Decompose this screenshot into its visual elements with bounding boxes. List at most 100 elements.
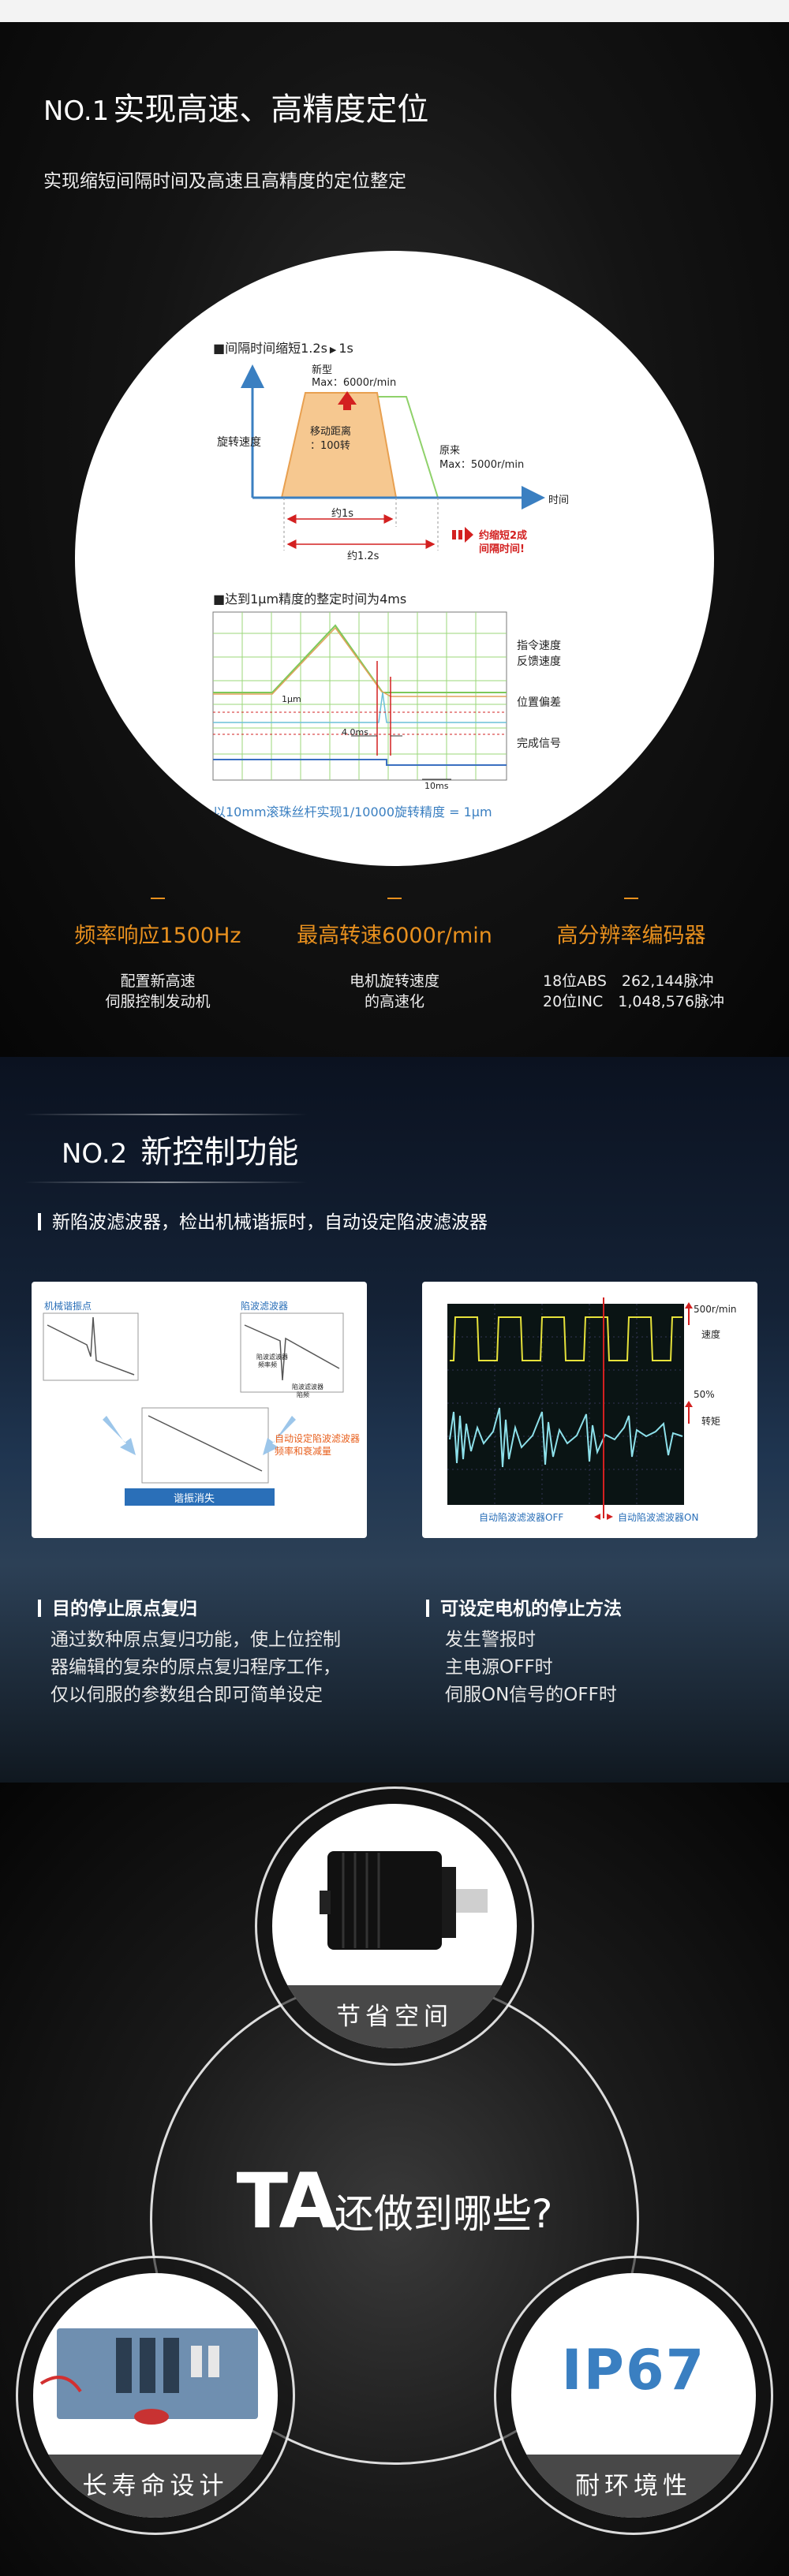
legend-command: 指令速度 [517,640,561,652]
chart-circle: ■间隔时间缩短1.2s▶1s 新型 Max：6000r/min 移动距离 ：10… [75,251,714,866]
chart1-heading: ■间隔时间缩短1.2s▶1s [213,338,353,357]
oscilloscope-svg [447,1297,693,1520]
chart2-caption: 以10mm滚珠丝杆实现1/10000旋转精度 = 1μm [213,805,492,819]
speed-label: 速度 [701,1329,721,1340]
torque-percent-label: 50% [694,1389,715,1400]
section-more-features: TA还做到哪些? 节省空间 [0,1783,789,2576]
notch-small-label: 陷频 [297,1391,309,1398]
legend-feedback: 反馈速度 [517,655,561,668]
left-arrow-icon [103,1416,136,1455]
feature-line: 伺服控制发动机 [105,993,211,1010]
old-max: Max：5000r/min [439,459,525,471]
auto-set-label2: 频率和衰减量 [275,1446,332,1457]
environment-caption: 耐环境性 [511,2455,756,2518]
section1-subtitle: 实现缩短间隔时间及高速且高精度的定位整定 [43,171,406,192]
stop-method-text: 发生警报时 主电源OFF时 伺服ON信号的OFF时 [445,1626,617,1709]
completion-signal-line [213,759,507,766]
notch-small-label: 陷波滤波器 [256,1353,288,1361]
feature-dash [151,898,165,899]
position-deviation-line [213,692,507,723]
notch-filter-label: 陷波滤波器 [241,1301,289,1312]
chart1-heading-text: ■间隔时间缩短1.2s [213,341,327,356]
text-line: 伺服ON信号的OFF时 [445,1685,617,1705]
section-high-speed: NO.1 实现高速、高精度定位 实现缩短间隔时间及高速且高精度的定位整定 [0,22,789,1057]
feature-line: 20位INC 1,048,576脉冲 [543,993,724,1010]
command-speed-line [213,624,507,693]
t10-label: 10ms [424,781,449,791]
up-arrow-icon [338,391,357,410]
speed-trace [450,1316,682,1361]
new-label: 新型 [312,364,333,376]
auto-notch-on-label: 自动陷波滤波器ON [618,1512,699,1523]
section2-title-text: 新控制功能 [140,1134,299,1170]
torque-trace [449,1407,683,1468]
legend-done: 完成信号 [517,737,561,750]
notch-diagram-panel: 机械谐振点 陷波滤波器 陷波滤波器 频率频 陷波滤波器 陷频 自动设定陷波滤波器… [32,1282,367,1538]
t2-label: 约1.2s [347,551,380,562]
new-max: Max：6000r/min [312,377,397,389]
center-small: 还做到哪些? [334,2191,553,2237]
torque-label: 转矩 [701,1416,721,1427]
speed-unit-label: 500r/min [694,1304,737,1315]
origin-return-heading: 目的停止原点复归 [38,1593,197,1620]
text-line: 仅以伺服的参数组合即可简单设定 [50,1685,323,1705]
feature-line: 的高速化 [364,993,424,1010]
feature-speed: 最高转速6000r/min 电机旋转速度 的高速化 [276,898,513,1012]
text-line: 通过数种原点复归功能，使上位控制 [50,1630,341,1650]
feature-frequency: 频率响应1500Hz 配置新高速 伺服控制发动机 [39,898,276,1012]
section2-title: NO.2 新控制功能 [62,1126,298,1172]
move-value: ：100转 [310,440,350,452]
text-line: 发生警报时 [445,1630,536,1650]
feature-dash [387,898,402,899]
stop-method-heading: 可设定电机的停止方法 [426,1593,622,1620]
space-saving-circle: 节省空间 [272,1804,517,2048]
charts-svg [212,364,545,781]
auto-set-label1: 自动设定陷波滤波器 [275,1433,361,1444]
chart1-heading-arrow-icon: ▶ [329,345,337,355]
section-control: NO.2 新控制功能 新陷波滤波器，检出机械谐振时，自动设定陷波滤波器 机械谐振… [0,1057,789,1783]
torque-scale-arrow-icon [685,1401,693,1407]
section1-number: NO.1 [43,95,110,127]
y-axis-label: 旋转速度 [217,436,261,449]
environment-circle: IP67 耐环境性 [511,2273,756,2518]
feature-encoder: 高分辨率编码器 18位ABS 262,144脉冲 20位INC 1,048,57… [513,898,750,1012]
center-heading: TA还做到哪些? [0,2157,789,2246]
notch-small-label: 频率频 [258,1361,277,1368]
result-arrow-icon [465,527,473,543]
mech-resonance-label: 机械谐振点 [44,1301,92,1312]
feature-title: 频率响应1500Hz [74,924,241,948]
feature-title: 最高转速6000r/min [297,924,492,948]
origin-return-text: 通过数种原点复归功能，使上位控制 器编辑的复杂的原点复归程序工作， 仅以伺服的参… [50,1626,341,1709]
feature-title: 高分辨率编码器 [556,924,706,948]
legend-position: 位置偏差 [517,696,561,709]
board-image [39,2328,258,2425]
text-line: 器编辑的复杂的原点复归程序工作， [50,1657,341,1678]
center-big: TA [236,2157,338,2246]
t1-label: 约1s [331,508,354,520]
um-label: 1μm [282,694,301,704]
on-arrow-icon [607,1514,613,1520]
result-line2: 间隔时间! [479,543,525,555]
chart1-heading-to: 1s [338,341,353,356]
speed-scale-arrow-icon [685,1302,693,1309]
motor-image [320,1851,488,1950]
off-arrow-icon [594,1514,600,1520]
ip67-badge: IP67 [561,2338,706,2402]
feature-line: 配置新高速 [120,973,196,990]
section2-number: NO.2 [62,1138,128,1170]
feature-line: 18位ABS 262,144脉冲 [543,973,714,990]
auto-notch-off-label: 自动陷波滤波器OFF [479,1512,564,1523]
old-label: 原来 [439,445,461,457]
long-life-caption: 长寿命设计 [33,2455,278,2518]
t4-label: 4.0ms [342,727,368,737]
feature-line: 电机旋转速度 [349,973,439,990]
long-life-circle: 长寿命设计 [33,2273,278,2518]
top-strip [0,0,789,22]
space-saving-caption: 节省空间 [272,1985,517,2048]
notch-small-label: 陷波滤波器 [292,1383,323,1391]
oscilloscope-panel: 500r/min 速度 50% 转矩 自动陷波滤波器OFF 自动陷波滤波器ON [422,1282,757,1538]
resonance-gone-label: 谐振消失 [174,1493,215,1505]
text-line: 主电源OFF时 [445,1657,553,1678]
result-line1: 约缩短2成 [479,530,528,542]
